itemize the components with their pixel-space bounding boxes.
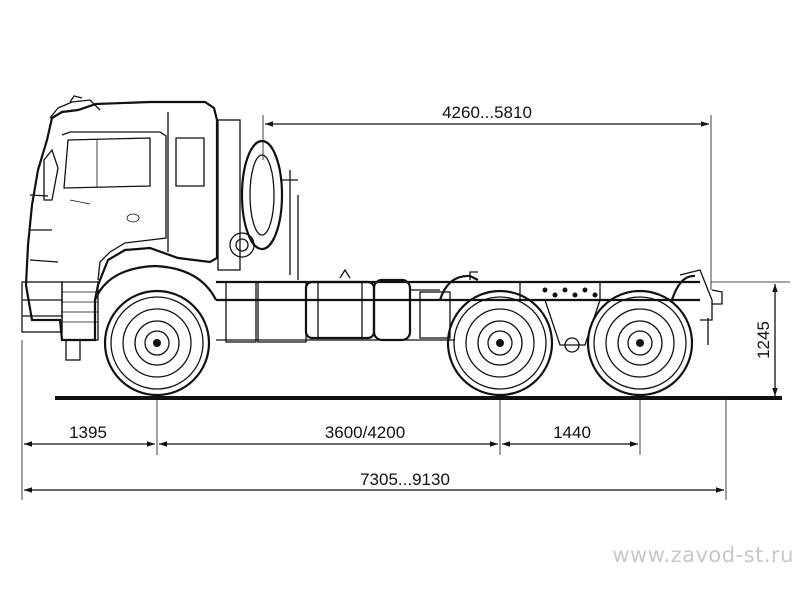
rear-wheel-1 xyxy=(446,289,554,397)
dim-front-overhang: 1395 xyxy=(69,423,107,442)
truck-side-view xyxy=(21,95,723,397)
rear-wheel-2 xyxy=(586,289,694,397)
fender-2 xyxy=(670,274,696,301)
chassis-frame xyxy=(216,268,723,353)
dimension-lines xyxy=(21,115,790,500)
dim-overall-length: 7305...9130 xyxy=(360,470,450,489)
dim-chassis-length: 4260...5810 xyxy=(442,103,532,122)
front-wheel xyxy=(93,264,217,397)
dim-rear-axle-spacing: 1440 xyxy=(553,423,591,442)
dim-wheelbase: 3600/4200 xyxy=(325,423,405,442)
spare-wheel xyxy=(217,119,299,280)
fender-1 xyxy=(438,274,479,301)
dim-height: 1245 xyxy=(754,321,773,359)
watermark: www.zavod-st.ru xyxy=(612,543,794,567)
cab xyxy=(21,95,219,361)
